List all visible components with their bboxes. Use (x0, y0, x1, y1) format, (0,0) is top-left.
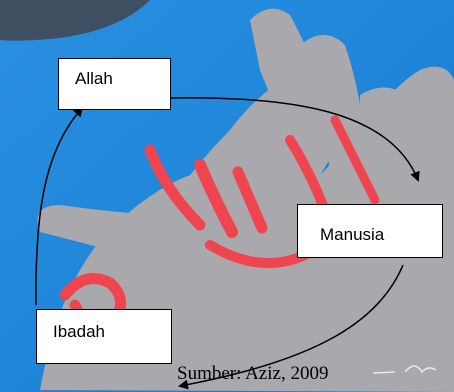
source-caption: Sumber: Aziz, 2009 (177, 363, 328, 385)
node-allah: Allah (58, 58, 171, 110)
node-manusia: Manusia (297, 204, 443, 258)
node-ibadah-label: Ibadah (53, 322, 105, 341)
node-manusia-label: Manusia (320, 225, 384, 244)
node-ibadah: Ibadah (36, 309, 172, 364)
node-allah-label: Allah (75, 69, 113, 88)
